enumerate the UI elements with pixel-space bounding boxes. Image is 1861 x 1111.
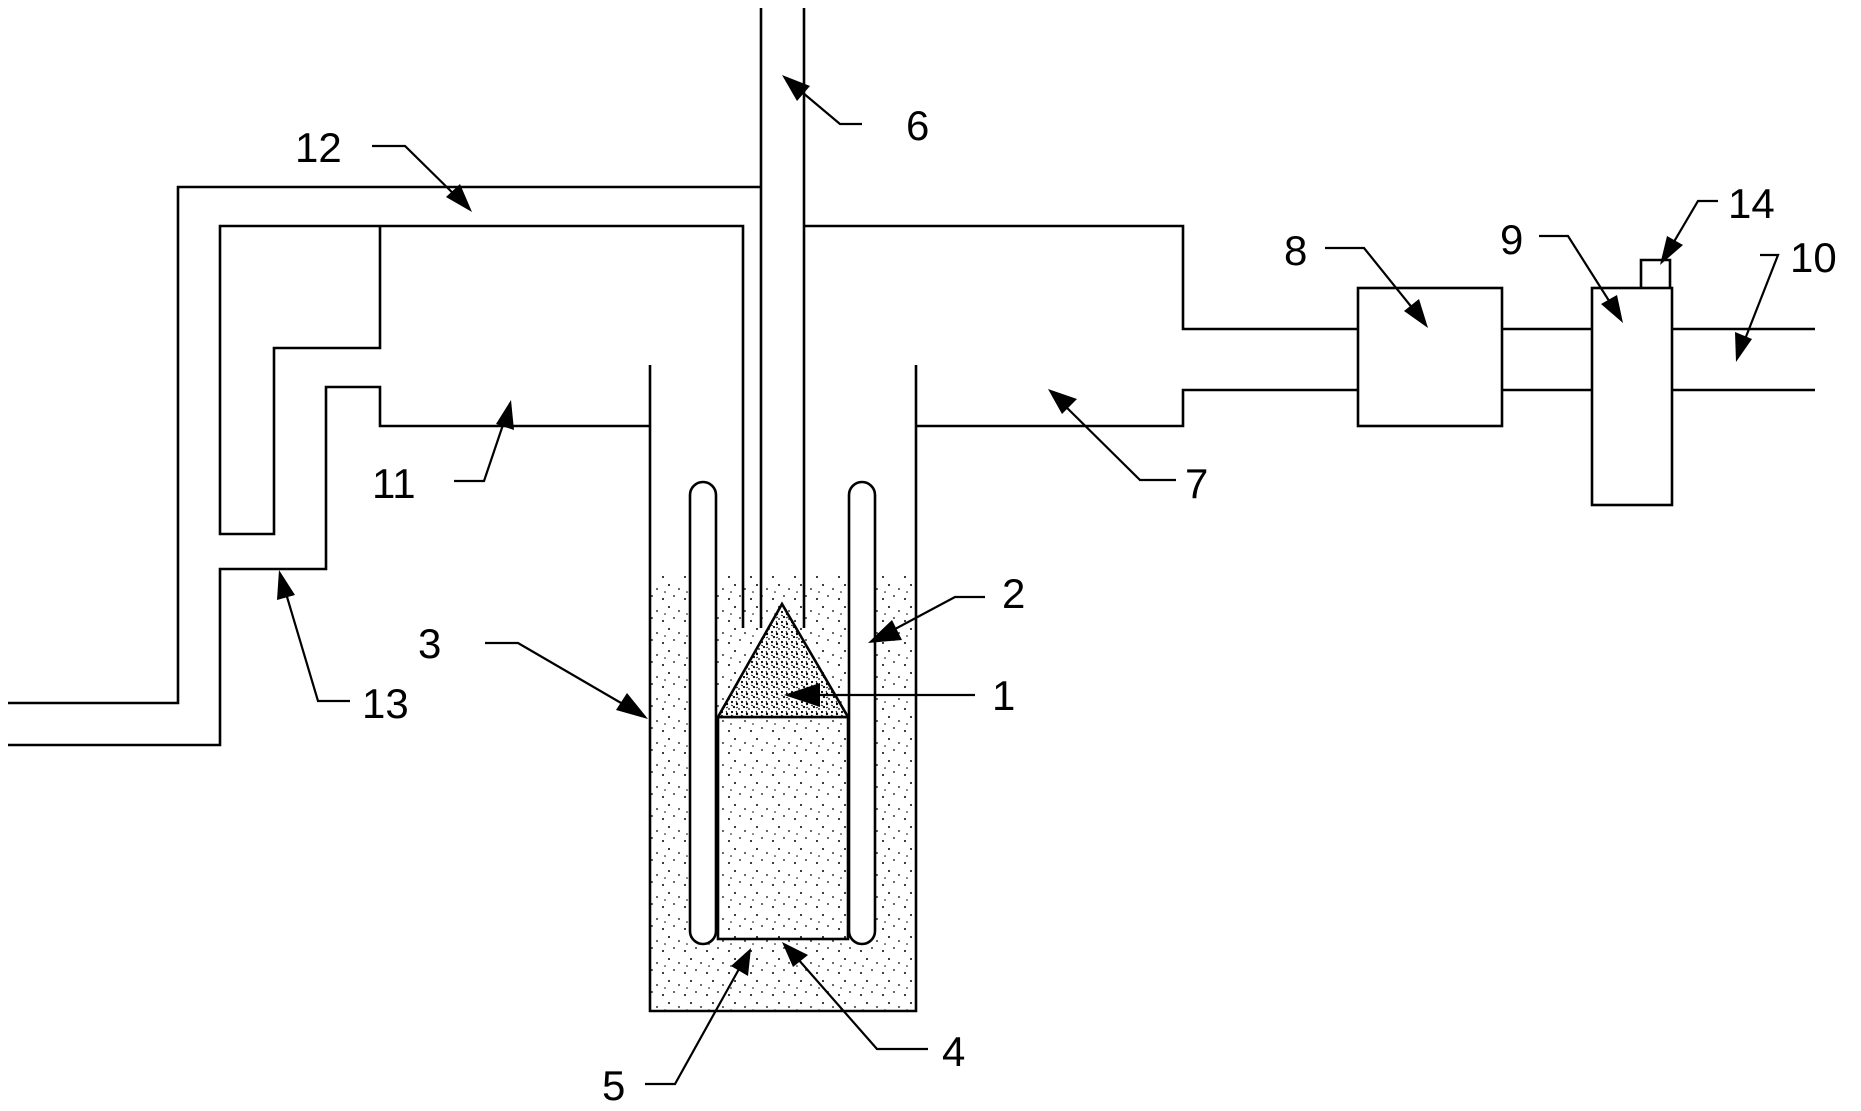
tab-14 [1639, 258, 1672, 288]
arrowhead-11 [496, 400, 514, 430]
inner-cylinder [716, 715, 850, 941]
leader-9 [1539, 234, 1619, 316]
label-14: 14 [1728, 180, 1775, 227]
label-11: 11 [372, 460, 416, 507]
pipe-12-outer [8, 185, 761, 705]
leader-6 [789, 81, 862, 126]
arrowhead-14 [1660, 236, 1683, 265]
label-6: 6 [906, 102, 929, 149]
right-tube [847, 480, 877, 946]
arrowhead-3 [616, 693, 648, 719]
arrowhead-12 [446, 184, 472, 212]
leader-4 [789, 949, 928, 1051]
label-10: 10 [1790, 234, 1837, 281]
pipe-7-lower [916, 388, 1358, 428]
arrowhead-7 [1048, 389, 1077, 414]
label-13: 13 [362, 680, 409, 727]
pipe-12-inner [218, 224, 745, 628]
label-12: 12 [295, 124, 342, 171]
leader-5 [645, 959, 745, 1086]
leader-7 [1054, 395, 1176, 482]
leader-3 [485, 641, 641, 715]
arrowhead-6 [782, 75, 810, 101]
box-9 [1590, 286, 1674, 507]
arrowhead-2 [868, 620, 902, 643]
arrowhead-4 [782, 942, 808, 967]
leader-2 [879, 595, 985, 638]
outer-vessel [648, 365, 918, 1013]
arrowhead-10 [1735, 332, 1752, 362]
label-3: 3 [418, 620, 441, 667]
label-9: 9 [1500, 216, 1523, 263]
arrowhead-5 [731, 948, 751, 976]
label-5: 5 [602, 1062, 625, 1109]
pipe-13 [8, 385, 650, 747]
leader-13 [280, 579, 350, 703]
label-7: 7 [1185, 460, 1208, 507]
left-tube [688, 480, 718, 946]
leader-12 [372, 144, 466, 206]
arrowhead-1 [784, 683, 820, 707]
label-8: 8 [1284, 227, 1307, 274]
pipe-7-upper [804, 224, 1358, 331]
arrowhead-13 [277, 570, 295, 600]
leader-14 [1664, 199, 1718, 258]
leader-10 [1738, 253, 1780, 353]
label-4: 4 [942, 1028, 965, 1075]
label-2: 2 [1002, 570, 1025, 617]
label-1: 1 [992, 672, 1015, 719]
box-8 [1356, 286, 1504, 428]
leader-8 [1325, 246, 1423, 321]
leader-11 [454, 409, 510, 483]
arrowhead-9 [1601, 295, 1623, 323]
arrowhead-8 [1404, 299, 1428, 328]
